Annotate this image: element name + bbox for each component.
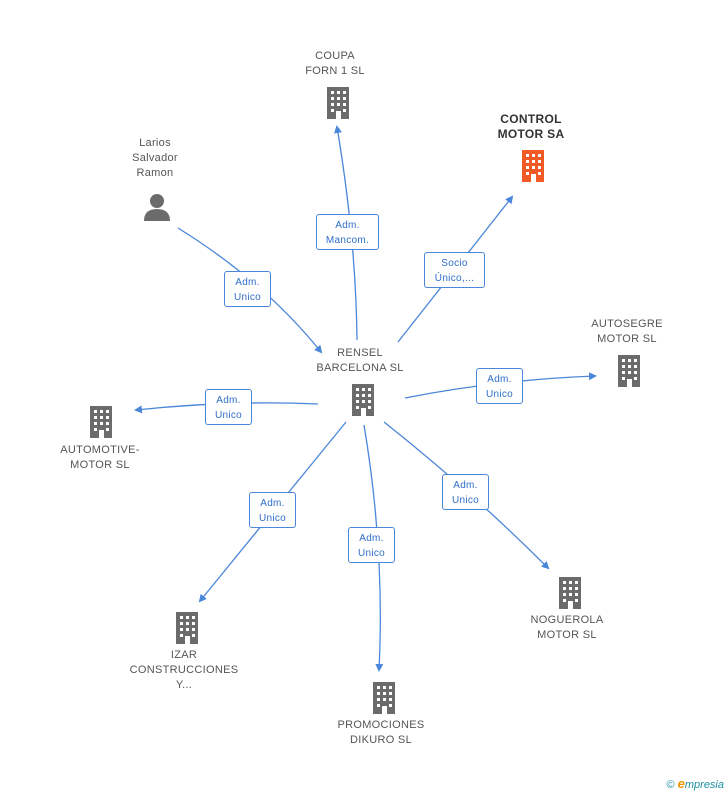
- empresia-watermark: ©empresia: [667, 776, 724, 791]
- building-icon[interactable]: [369, 680, 399, 714]
- building-icon[interactable]: [614, 353, 644, 387]
- copyright-icon: ©: [666, 779, 675, 791]
- edge-label-noguerola[interactable]: Adm. Unico: [442, 474, 489, 510]
- node-label-automotive[interactable]: AUTOMOTIVE- MOTOR SL: [60, 444, 140, 471]
- brand-logo-text: mpresia: [684, 779, 724, 791]
- node-label-noguerola[interactable]: NOGUEROLA MOTOR SL: [530, 614, 604, 641]
- node-label-izar[interactable]: IZAR CONSTRUCCIONES Y...: [129, 649, 239, 691]
- person-icon[interactable]: [142, 192, 172, 222]
- edge-label-izar[interactable]: Adm. Unico: [249, 492, 296, 528]
- brand-logo-initial: e: [677, 776, 685, 791]
- node-label-rensel[interactable]: RENSEL BARCELONA SL: [316, 347, 404, 374]
- node-label-control[interactable]: CONTROL MOTOR SA: [497, 112, 565, 141]
- building-icon[interactable]: [348, 382, 378, 416]
- edge-label-control[interactable]: Socio Único,...: [424, 252, 485, 288]
- edge-label-larios[interactable]: Adm. Unico: [224, 271, 271, 307]
- building-icon[interactable]: [555, 575, 585, 609]
- edge-label-autosegre[interactable]: Adm. Unico: [476, 368, 523, 404]
- node-label-autosegre[interactable]: AUTOSEGRE MOTOR SL: [591, 318, 663, 345]
- building-icon[interactable]: [86, 404, 116, 438]
- node-label-larios[interactable]: Larios Salvador Ramon: [132, 137, 178, 179]
- building-icon[interactable]: [172, 610, 202, 644]
- node-label-promociones[interactable]: PROMOCIONES DIKURO SL: [337, 719, 425, 746]
- building-icon[interactable]: [323, 85, 353, 119]
- edge-label-automotive[interactable]: Adm. Unico: [205, 389, 252, 425]
- node-label-coupa[interactable]: COUPA FORN 1 SL: [305, 50, 365, 77]
- building-icon[interactable]: [518, 148, 548, 182]
- edge-label-promociones[interactable]: Adm. Unico: [348, 527, 395, 563]
- edge-label-coupa[interactable]: Adm. Mancom.: [316, 214, 379, 250]
